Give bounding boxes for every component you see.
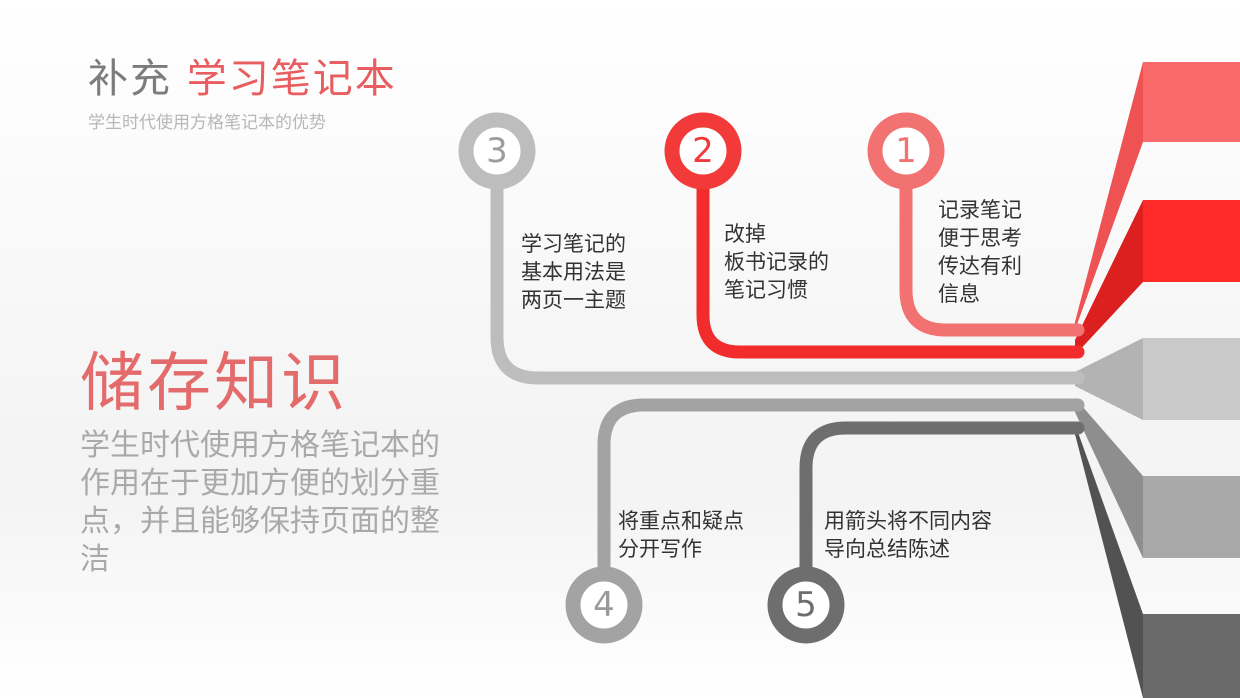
node-label-5: 用箭头将不同内容 导向总结陈述 bbox=[824, 509, 992, 561]
node-number-5: 5 bbox=[795, 585, 817, 625]
band-gray-dark bbox=[1143, 614, 1240, 698]
title-prefix: 补充 bbox=[88, 56, 172, 102]
node-number-4: 4 bbox=[593, 585, 615, 625]
node-circle-5 bbox=[767, 566, 845, 644]
side-panel: 储存知识 学生时代使用方格笔记本的作用在于更加方便的划分重点，并且能够保持页面的… bbox=[80, 345, 450, 579]
node-number-3: 3 bbox=[486, 131, 508, 171]
header: 补充 学习笔记本 学生时代使用方格笔记本的优势 bbox=[88, 52, 397, 133]
band-gray bbox=[1143, 476, 1240, 558]
page-subtitle: 学生时代使用方格笔记本的优势 bbox=[88, 113, 326, 133]
node-number-1: 1 bbox=[895, 131, 917, 171]
branch-line-2 bbox=[696, 163, 1085, 359]
band-red-slope bbox=[1075, 200, 1143, 355]
branch-line-3 bbox=[490, 163, 1085, 385]
title-accent: 学习笔记本 bbox=[186, 56, 397, 102]
band-red-light bbox=[1143, 62, 1240, 142]
band-gray-light bbox=[1143, 338, 1240, 420]
band-gray-slope bbox=[1075, 398, 1143, 558]
band-red bbox=[1143, 200, 1240, 282]
node-label-3: 学习笔记的 基本用法是 两页一主题 bbox=[521, 232, 626, 312]
node-circle-3 bbox=[458, 112, 536, 190]
side-body: 学生时代使用方格笔记本的作用在于更加方便的划分重点，并且能够保持页面的整洁 bbox=[80, 428, 440, 577]
band-gray-light-slope bbox=[1075, 338, 1143, 420]
node-circle-4 bbox=[565, 566, 643, 644]
branch-line-5 bbox=[799, 421, 1085, 592]
side-title: 储存知识 bbox=[80, 347, 348, 421]
node-label-4: 将重点和疑点 分开写作 bbox=[618, 509, 744, 561]
node-number-2: 2 bbox=[692, 131, 714, 171]
node-circle-2 bbox=[664, 112, 742, 190]
page-title: 补充 学习笔记本 bbox=[88, 52, 397, 106]
node-circle-1 bbox=[867, 112, 945, 190]
node-label-2: 改掉 板书记录的 笔记习惯 bbox=[724, 222, 829, 302]
band-gray-dark-slope bbox=[1075, 424, 1143, 698]
branch-line-1 bbox=[899, 163, 1085, 337]
node-label-1: 记录笔记 便于思考 传达有利 信息 bbox=[938, 198, 1022, 306]
branch-line-4 bbox=[597, 398, 1085, 592]
band-red-light-slope bbox=[1075, 62, 1143, 330]
